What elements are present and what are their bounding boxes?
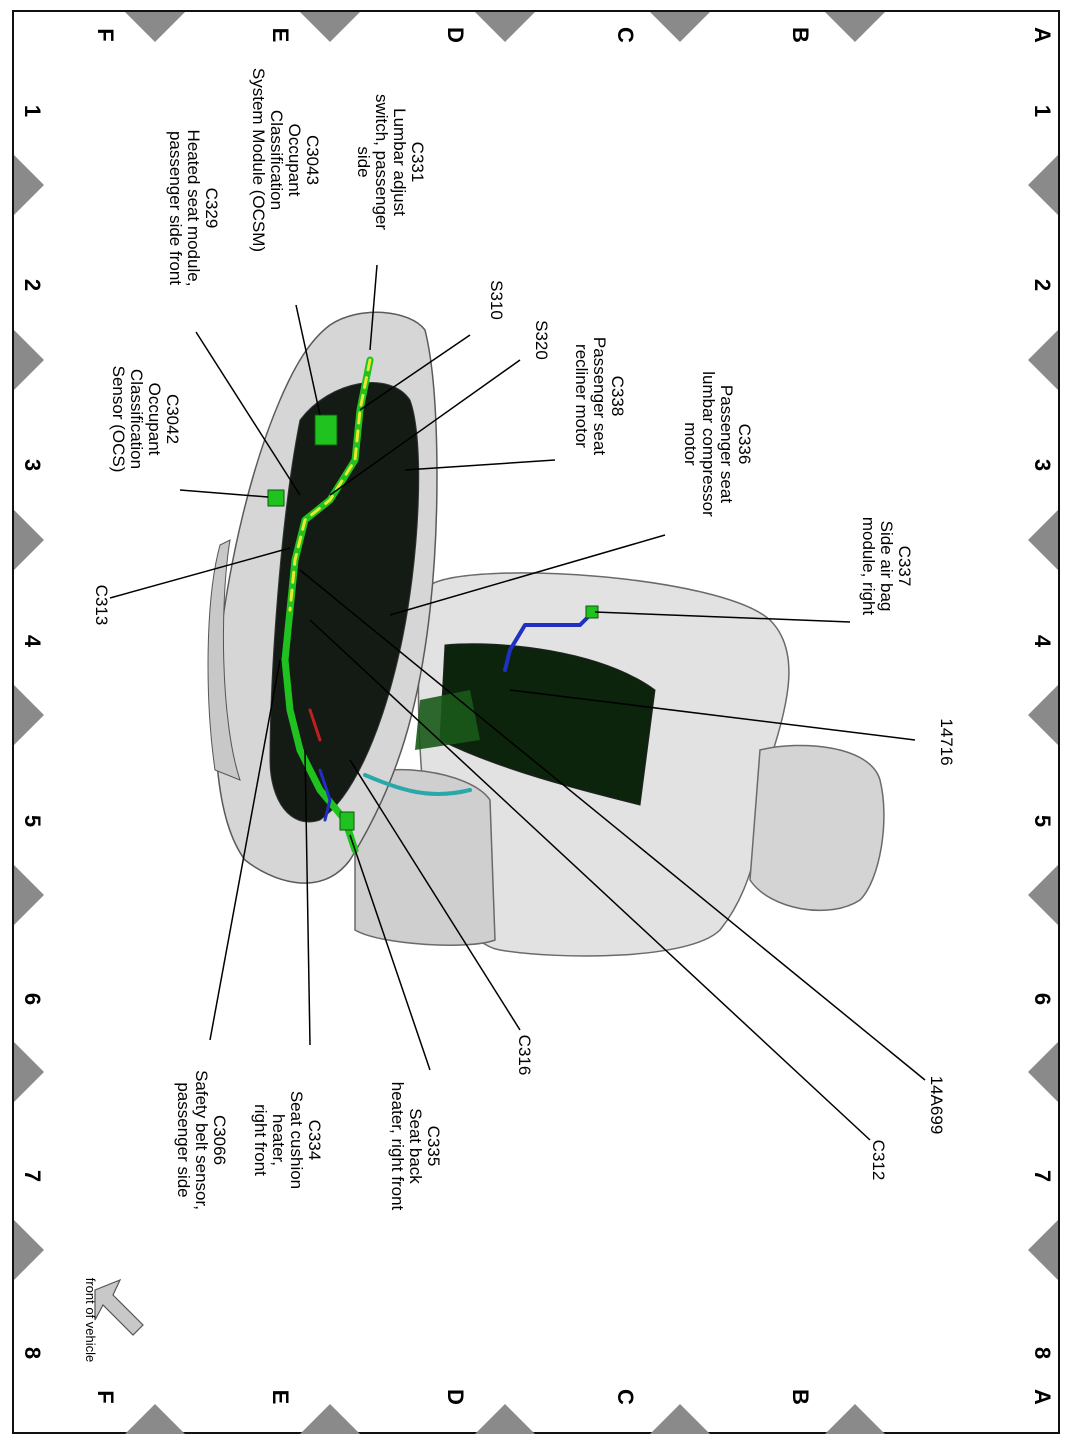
grid-triangle-left <box>14 685 44 745</box>
callout-c329: C329 Heated seat module, passenger side … <box>166 129 221 287</box>
grid-triangle-left <box>14 865 44 925</box>
grid-triangle-right <box>1028 685 1058 745</box>
grid-triangle-left <box>14 155 44 215</box>
col-label-4-right: 4 <box>1030 634 1055 648</box>
row-label-b-bottom: B <box>788 1389 813 1405</box>
callout-c3043: C3043 Occupant Classification System Mod… <box>249 67 322 253</box>
row-label-e-top: E <box>268 27 293 43</box>
callout-c3042: C3042 Occupant Classification Sensor (OC… <box>109 365 182 473</box>
col-label-3-right: 3 <box>1030 458 1055 472</box>
grid-triangle-left <box>14 1220 44 1280</box>
callout-c312: C312 <box>869 1139 888 1181</box>
row-label-a-top: A <box>1030 27 1055 43</box>
callout-c3066: C3066 Safety belt sensor, passenger side <box>174 1070 229 1210</box>
grid-triangle-right <box>1028 510 1058 570</box>
grid-triangle-left <box>14 1042 44 1102</box>
grid-triangle-bottom <box>125 1404 185 1434</box>
col-label-7-left: 7 <box>20 1169 45 1183</box>
grid-triangle-right <box>1028 1042 1058 1102</box>
grid-triangle-top <box>650 12 710 42</box>
row-label-f-top: F <box>93 28 118 42</box>
callout-c336: C336 Passenger seat lumbar compressor mo… <box>681 371 754 517</box>
callout-s320: S320 <box>532 320 551 360</box>
callout-14716: 14716 <box>937 718 956 766</box>
front-of-vehicle-label: front of vehicle <box>83 1277 98 1363</box>
col-label-3-left: 3 <box>20 458 45 472</box>
grid-triangle-right <box>1028 865 1058 925</box>
grid-triangle-top <box>125 12 185 42</box>
col-label-2-left: 2 <box>20 278 45 292</box>
grid-triangles <box>14 12 1058 1434</box>
seat-back-top <box>207 539 241 781</box>
row-label-e-bottom: E <box>268 1389 293 1405</box>
seat-back-rear-panel <box>269 382 420 823</box>
row-label-f-bottom: F <box>93 1390 118 1404</box>
grid-triangle-top <box>475 12 535 42</box>
grid-triangle-right <box>1028 330 1058 390</box>
seat-illustration <box>207 311 885 957</box>
diagram-frame <box>12 10 1060 1434</box>
col-label-4-left: 4 <box>20 634 45 648</box>
row-label-c-bottom: C <box>613 1389 638 1405</box>
grid-triangle-right <box>1028 1220 1058 1280</box>
row-label-d-top: D <box>443 27 468 43</box>
col-label-6-right: 6 <box>1030 992 1055 1006</box>
wiring-harness <box>267 356 599 854</box>
callout-c337: C337 Side air bag module, right <box>859 516 914 616</box>
leader-lines <box>109 264 926 1141</box>
grid-triangle-bottom <box>825 1404 885 1434</box>
callout-c335: C335 Seat back heater, right front <box>388 1081 443 1211</box>
sensor-mat <box>415 690 480 750</box>
callout-c338: C338 Passenger seat recliner motor <box>572 336 627 456</box>
callout-c334: C334 Seat cushion heater, right front <box>251 1090 324 1190</box>
col-label-5-left: 5 <box>20 814 45 828</box>
callout-c331: C331 Lumbar adjust switch, passenger sid… <box>354 93 427 231</box>
row-label-d-bottom: D <box>443 1389 468 1405</box>
grid-triangle-bottom <box>650 1404 710 1434</box>
grid-triangle-bottom <box>475 1404 535 1434</box>
row-label-c-top: C <box>613 27 638 43</box>
col-label-8-right: 8 <box>1030 1346 1055 1360</box>
callout-14a699: 14A699 <box>927 1075 946 1135</box>
col-label-7-right: 7 <box>1030 1169 1055 1183</box>
front-of-vehicle-arrow <box>94 1278 144 1336</box>
col-label-1-left: 1 <box>20 104 45 118</box>
col-label-5-right: 5 <box>1030 814 1055 828</box>
col-label-1-right: 1 <box>1030 104 1055 118</box>
grid-triangle-top <box>300 12 360 42</box>
seat-cushion-front <box>749 744 885 912</box>
callout-s310: S310 <box>487 280 506 320</box>
row-label-a-bottom: A <box>1030 1389 1055 1405</box>
grid-triangle-left <box>14 330 44 390</box>
callout-c313: C313 <box>92 584 111 626</box>
callout-c316: C316 <box>515 1034 534 1076</box>
row-label-b-top: B <box>788 27 813 43</box>
col-label-8-left: 8 <box>20 1346 45 1360</box>
col-label-6-left: 6 <box>20 992 45 1006</box>
col-label-2-right: 2 <box>1030 278 1055 292</box>
grid-triangle-left <box>14 510 44 570</box>
grid-triangle-right <box>1028 155 1058 215</box>
grid-triangle-bottom <box>300 1404 360 1434</box>
grid-triangle-top <box>825 12 885 42</box>
